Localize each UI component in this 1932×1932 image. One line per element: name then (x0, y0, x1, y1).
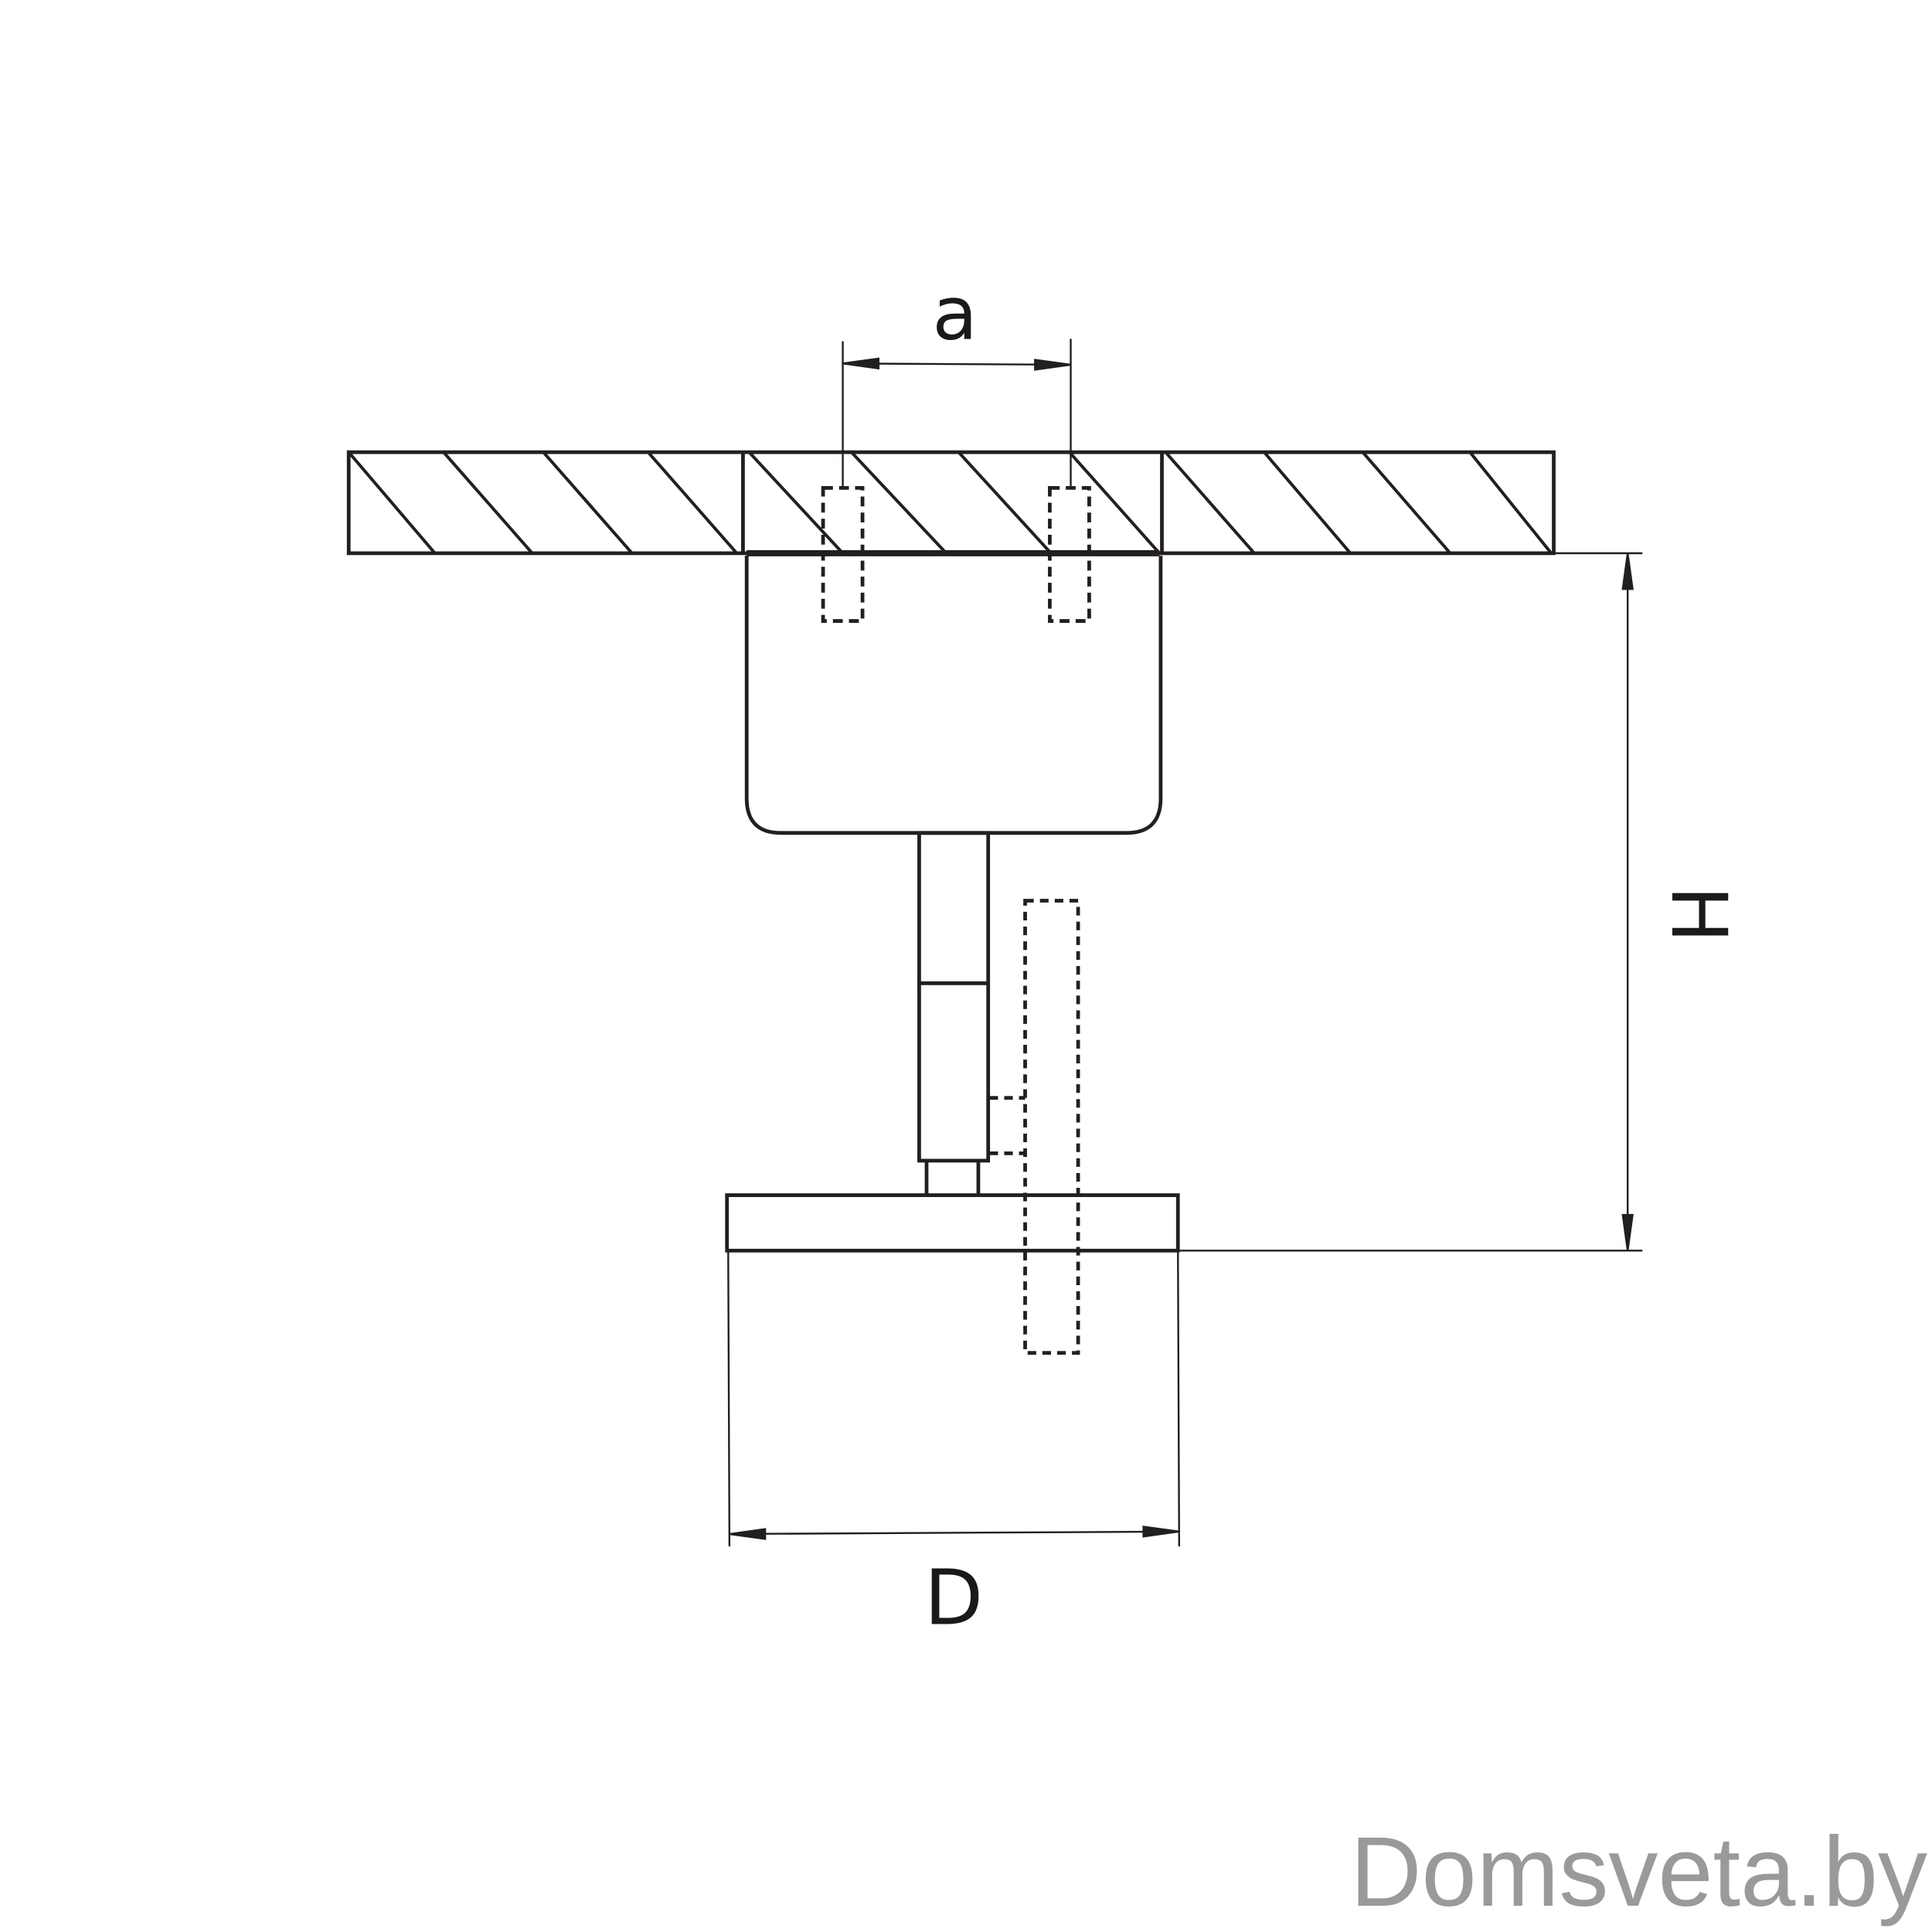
label-a: a (932, 270, 978, 356)
lamp-disc (725, 1193, 1180, 1253)
label-h: H (1654, 886, 1743, 943)
rotated-position (989, 899, 1080, 1355)
mounting-base (744, 556, 1163, 835)
dimension-h (1178, 552, 1643, 1252)
ceiling-slab (346, 450, 1556, 556)
dimension-d (727, 1250, 1181, 1546)
dimension-a (842, 338, 1072, 488)
watermark: Domsveta.by (1350, 1817, 1927, 1927)
label-d: D (924, 1553, 983, 1642)
rod (917, 831, 991, 1196)
